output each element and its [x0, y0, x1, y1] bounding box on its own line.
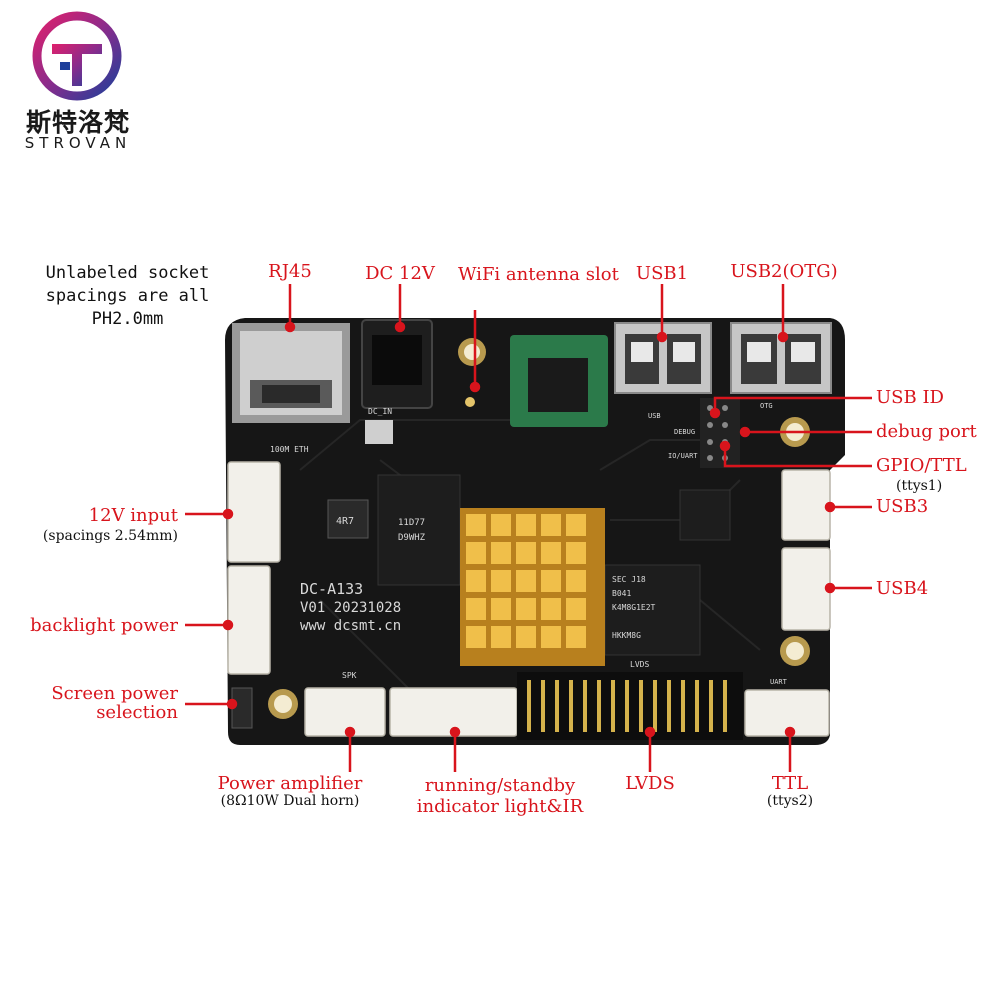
silk-eth: 100M ETH: [270, 445, 309, 454]
board-version: V01 20231028: [300, 600, 401, 616]
label-power-amplifier-sub: (8Ω10W Dual horn): [220, 793, 360, 809]
right-connectors: [781, 469, 831, 631]
heatsink: [460, 508, 605, 666]
lvds-header: [517, 672, 743, 740]
ram-chip: [604, 564, 701, 656]
silk-debug: DEBUG: [674, 428, 695, 436]
silk-otg: OTG: [760, 402, 773, 410]
label-usb2: USB2(OTG): [730, 261, 838, 282]
label-rj45: RJ45: [268, 261, 312, 282]
label-gpio-ttl-sub: (ttys1): [896, 478, 943, 494]
label-ttl-sub: (ttys2): [766, 793, 814, 809]
label-12v-input: 12V input: [88, 505, 178, 526]
board-model: DC-A133: [300, 580, 363, 598]
usb-hub-chip: [679, 489, 731, 541]
silk-usb: USB: [648, 412, 661, 420]
left-connectors: [227, 461, 281, 675]
logo-chinese-name: 斯特洛梵: [25, 108, 130, 137]
silk-dcin: DC_IN: [368, 407, 392, 416]
label-dc12v: DC 12V: [365, 263, 435, 284]
header-pins: [700, 398, 740, 468]
silk-inductor: 4R7: [336, 516, 354, 527]
label-gpio-ttl: GPIO/TTL: [876, 455, 967, 476]
mounting-holes: [268, 338, 810, 719]
callout-pointers: [185, 284, 872, 772]
label-usb1: USB1: [635, 263, 689, 284]
silk-cpu1: 11D77: [398, 518, 425, 528]
silk-cpu2: D9WHZ: [398, 533, 426, 543]
note-line-2: spacings are all: [45, 286, 210, 306]
label-screen-power-2: selection: [96, 702, 178, 723]
logo-english-name: STROVAN: [24, 134, 132, 152]
label-running-standby-2: indicator light&IR: [416, 796, 584, 817]
note-line-1: Unlabeled socket: [45, 263, 210, 283]
bottom-connectors: [304, 687, 830, 737]
label-lvds: LVDS: [625, 773, 675, 794]
label-wifi-antenna: WiFi antenna slot: [458, 264, 619, 285]
silk-spk: SPK: [342, 671, 357, 680]
silk-ram2: B041: [612, 589, 631, 598]
note-line-3: PH2.0mm: [91, 309, 164, 329]
rj45-jack: [232, 323, 350, 423]
silk-lvds: LVDS: [630, 660, 649, 669]
label-usb-id: USB ID: [876, 387, 944, 408]
wifi-module: [465, 335, 608, 427]
inductor: [327, 499, 369, 539]
label-12v-input-sub: (spacings 2.54mm): [42, 528, 178, 544]
cpu-chip: [377, 474, 461, 586]
strovan-logo-icon: [32, 11, 122, 101]
label-running-standby-1: running/standby: [424, 775, 576, 796]
silk-ram4: HKKM8G: [612, 631, 641, 640]
label-screen-power-1: Screen power: [51, 683, 178, 704]
silk-ram1: SEC J18: [612, 575, 646, 584]
silk-ram3: K4M8G1E2T: [612, 603, 656, 612]
silk-uart: UART: [770, 678, 788, 686]
board-url: www dcsmt.cn: [300, 618, 401, 634]
label-ttl: TTL: [771, 773, 809, 794]
dc-jack: [361, 319, 433, 444]
label-debug-port: debug port: [876, 421, 977, 442]
label-power-amplifier: Power amplifier: [217, 773, 363, 794]
label-backlight-power: backlight power: [30, 615, 178, 636]
spacing-note: Unlabeled socket spacings are all PH2.0m…: [40, 262, 215, 331]
silk-iouart: IO/UART: [668, 452, 698, 460]
label-usb3: USB3: [876, 496, 929, 517]
label-usb4: USB4: [876, 578, 929, 599]
